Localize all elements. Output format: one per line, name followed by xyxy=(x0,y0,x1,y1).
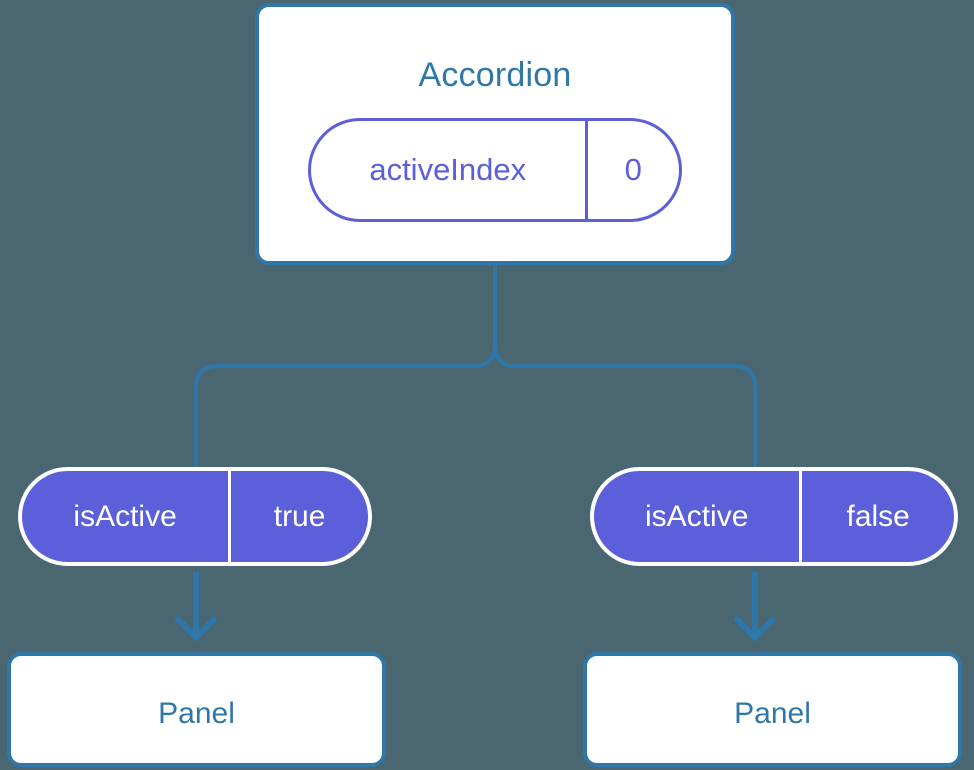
prop-pill-is-active-false-key: isActive xyxy=(645,499,749,533)
state-pill-active-index-key: activeIndex xyxy=(369,152,527,187)
connector-root-to-right-prop xyxy=(493,263,757,469)
prop-pill-is-active-true[interactable]: isActive true xyxy=(18,467,372,566)
panel-node-left[interactable]: Panel xyxy=(7,652,386,767)
state-pill-active-index-value: 0 xyxy=(584,121,680,219)
arrow-left-prop-to-panel xyxy=(175,572,217,641)
prop-pill-is-active-false[interactable]: isActive false xyxy=(590,467,958,566)
prop-pill-is-active-true-key: isActive xyxy=(73,499,177,533)
accordion-node-label: Accordion xyxy=(418,56,572,94)
arrow-right-prop-to-panel xyxy=(734,572,776,641)
prop-pill-is-active-true-value: true xyxy=(228,471,368,562)
panel-node-right-label: Panel xyxy=(734,697,811,730)
panel-node-left-label: Panel xyxy=(158,697,235,730)
connector-root-to-left-prop xyxy=(194,263,497,469)
state-pill-active-index[interactable]: activeIndex 0 xyxy=(308,118,682,222)
panel-node-right[interactable]: Panel xyxy=(583,652,962,767)
prop-pill-is-active-false-value: false xyxy=(799,471,954,562)
